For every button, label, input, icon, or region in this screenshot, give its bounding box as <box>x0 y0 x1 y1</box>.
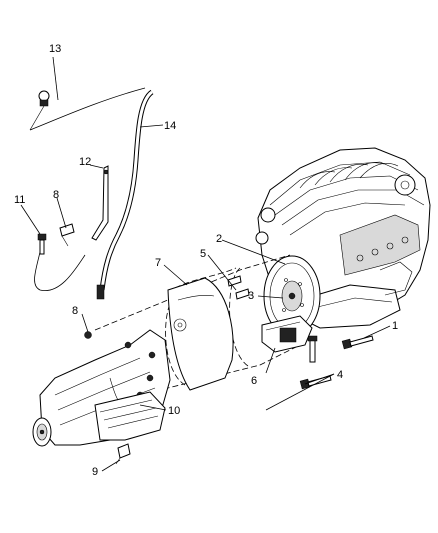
tube-bracket <box>91 165 109 241</box>
callout-11: 14 <box>164 120 176 132</box>
wire-harness <box>34 251 86 292</box>
callout-10: 13 <box>49 43 61 55</box>
callout-labels: 13 14 12 8 11 2 5 7 3 8 1 6 4 10 9 <box>14 43 398 478</box>
callout-3: 3 <box>248 290 254 302</box>
callout-14: 10 <box>168 405 180 417</box>
callout-8-upper: 8 <box>53 189 59 201</box>
callout-9: 9 <box>92 466 98 478</box>
bolt-8-upper <box>59 223 75 247</box>
transmission-assembly <box>32 329 171 447</box>
bell-housing <box>167 277 234 391</box>
flexplate <box>263 255 321 337</box>
dipstick <box>29 87 146 131</box>
bolt-1 <box>341 335 374 350</box>
callout-8-lower: 8 <box>72 305 78 317</box>
callout-5: 5 <box>200 248 206 260</box>
callout-6: 6 <box>251 375 257 387</box>
engine-mount <box>261 315 313 353</box>
bracket-14 <box>109 377 119 401</box>
callout-12: 11 <box>14 194 25 206</box>
bolt-9 <box>115 443 131 465</box>
bolt-12 <box>37 233 47 255</box>
callout-4: 4 <box>337 369 343 381</box>
dipstick-tube <box>96 89 154 300</box>
callout-7: 7 <box>155 257 161 269</box>
leader-lines <box>20 56 391 472</box>
callout-2: 2 <box>216 233 222 245</box>
bolt-8-lower <box>84 331 92 339</box>
callout-13: 12 <box>79 156 91 168</box>
callout-1: 1 <box>392 320 398 332</box>
